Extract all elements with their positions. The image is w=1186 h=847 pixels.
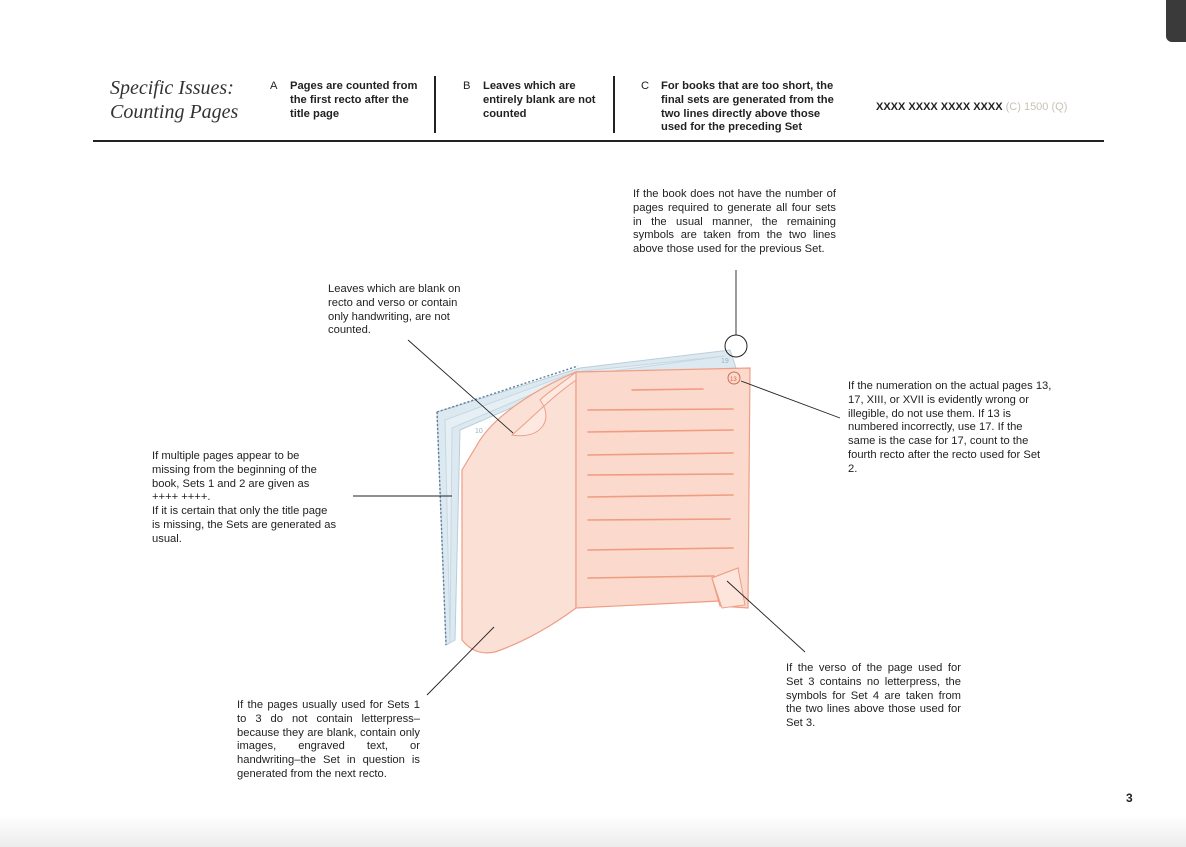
note-missing-pages: If multiple pages appear to be missing f… xyxy=(152,450,338,547)
note-blank-leaves: Leaves which are blank on recto and vers… xyxy=(328,283,470,338)
page-number: 3 xyxy=(1126,791,1133,805)
note-missing-pages-p2: If it is certain that only the title pag… xyxy=(152,505,338,546)
highlight-circle xyxy=(725,335,747,357)
note-blank-verso: If the verso of the page used for Set 3 … xyxy=(786,662,961,731)
page-label-circled: 13 xyxy=(730,377,737,383)
bottom-shade xyxy=(0,815,1186,847)
note-numeration: If the numeration on the actual pages 13… xyxy=(848,380,1052,477)
page-label-left: 10 xyxy=(475,428,483,435)
note-missing-pages-p1: If multiple pages appear to be missing f… xyxy=(152,450,338,505)
right-page xyxy=(576,368,750,608)
page-label-back: 19 xyxy=(721,358,729,365)
note-no-letterpress: If the pages usually used for Sets 1 to … xyxy=(237,699,420,782)
note-insufficient-pages: If the book does not have the number of … xyxy=(633,188,836,257)
